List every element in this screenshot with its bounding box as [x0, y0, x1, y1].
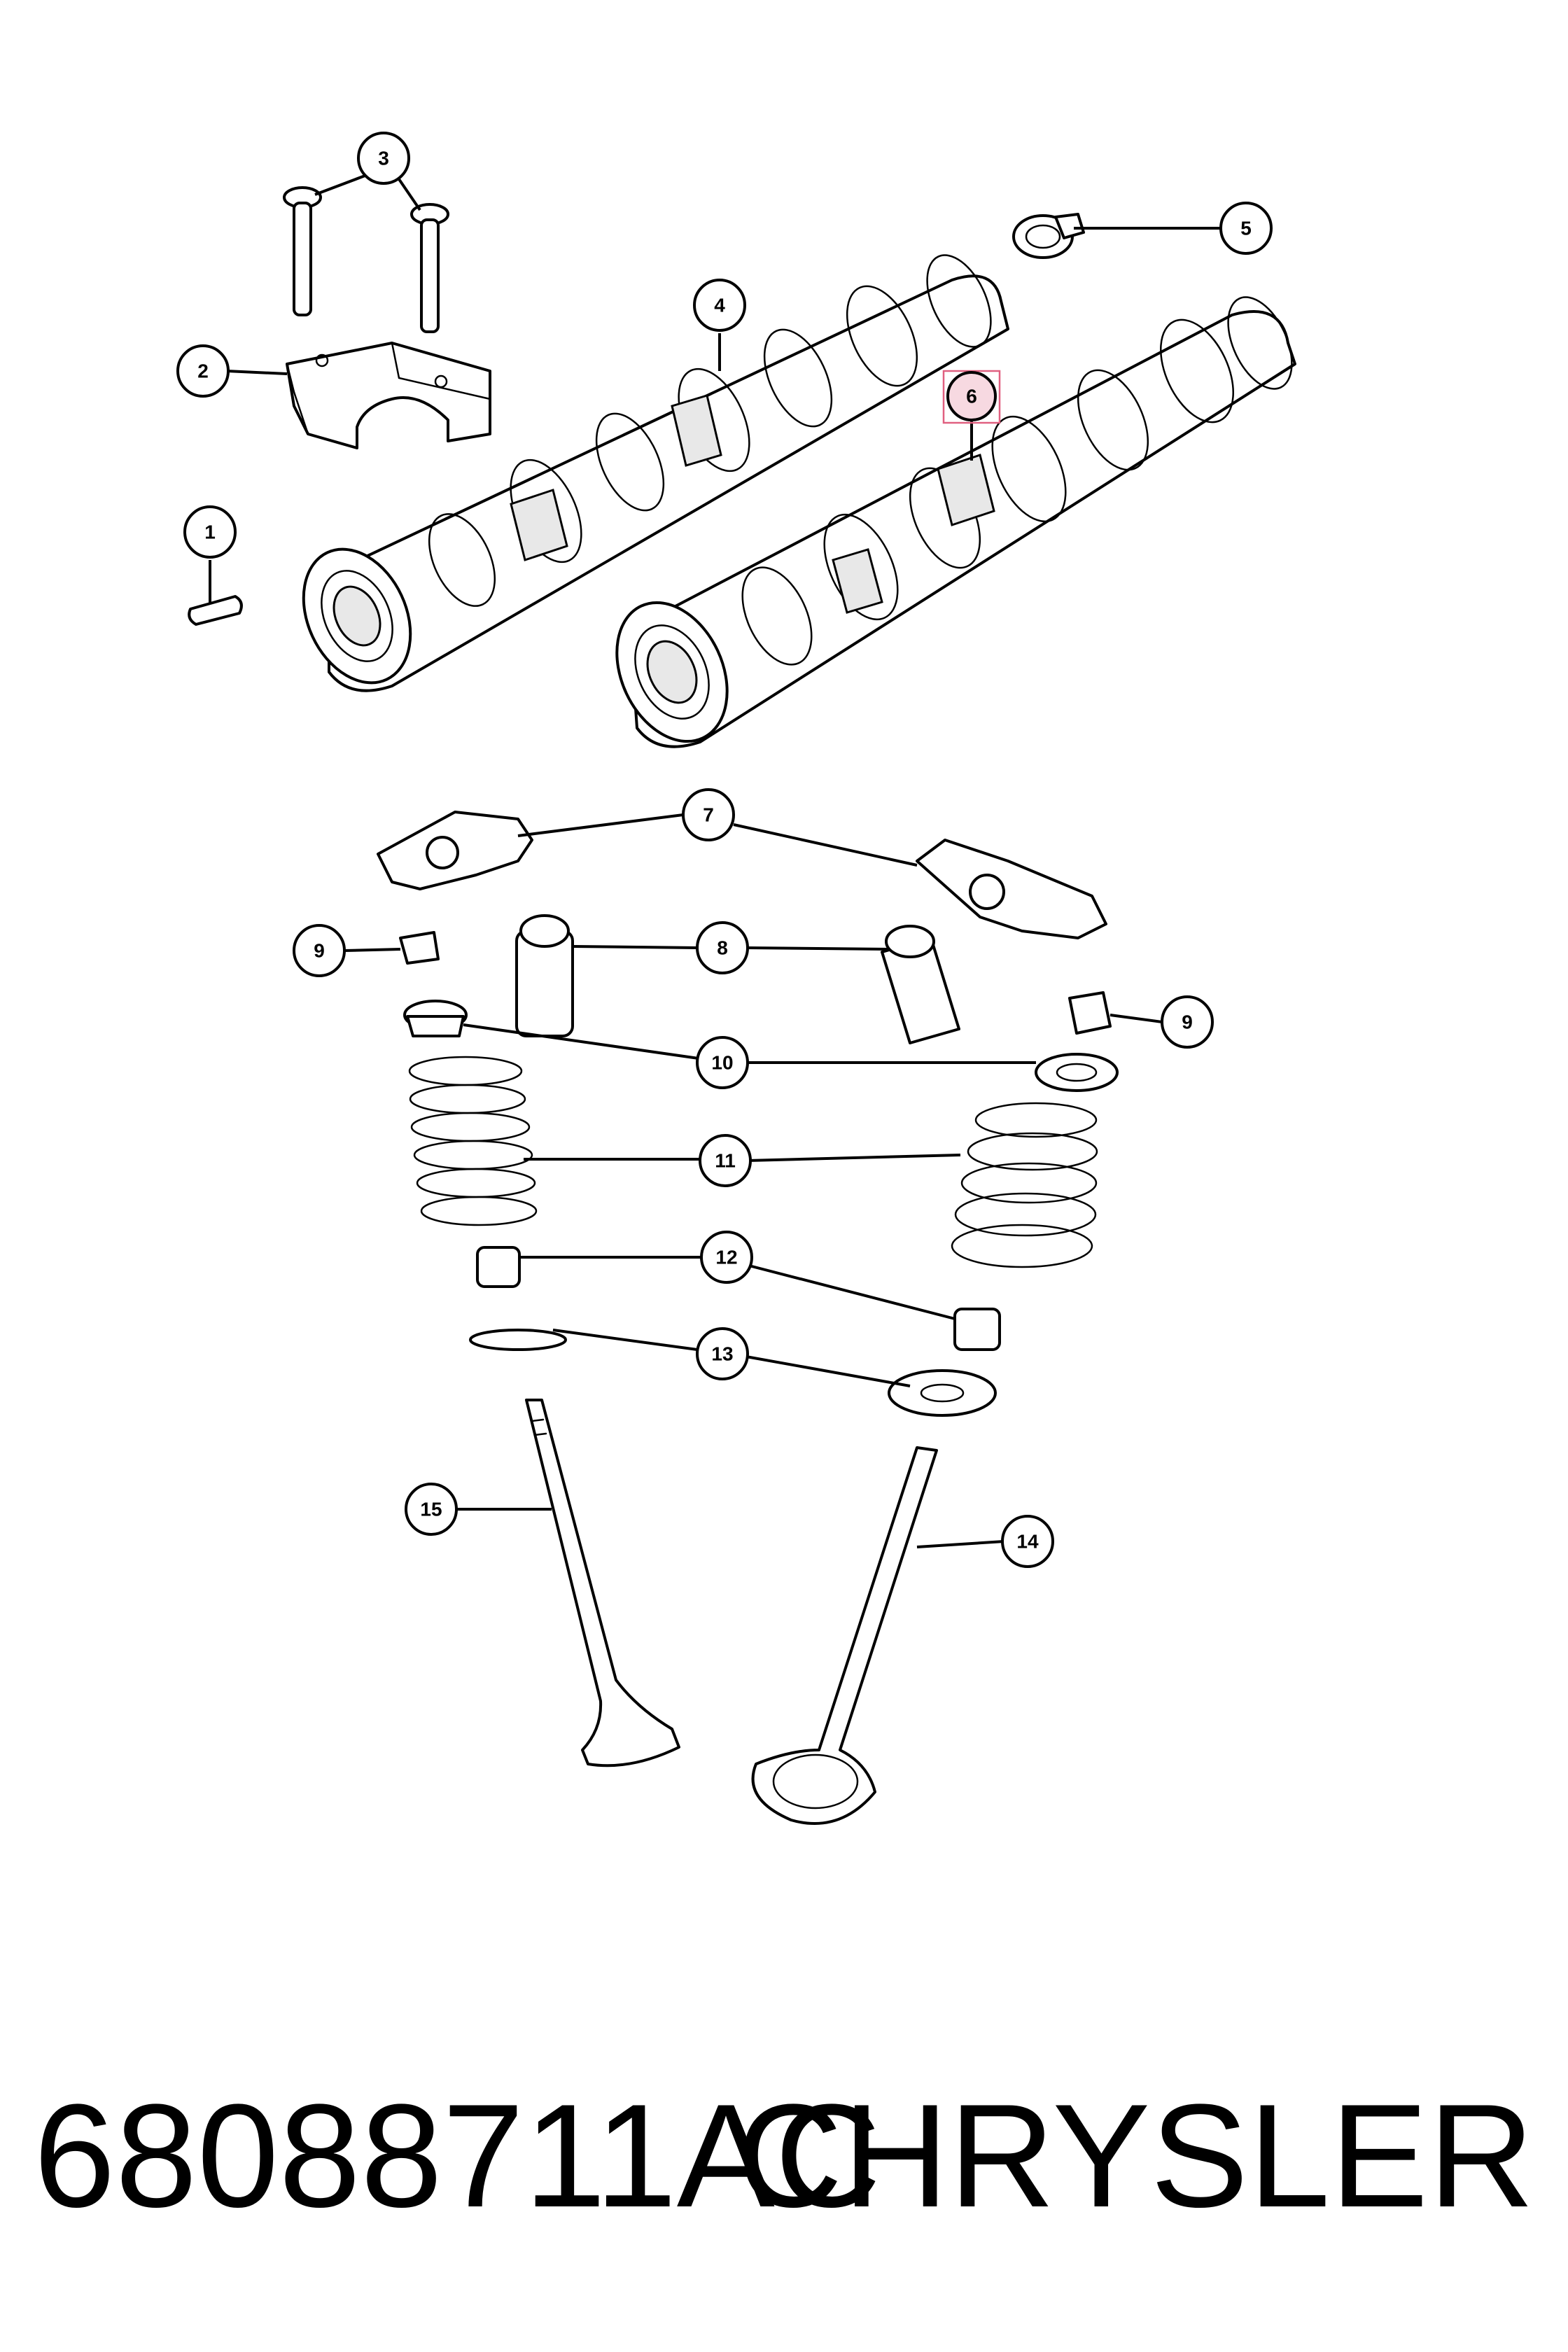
- callout-8-label: 8: [717, 937, 728, 959]
- callout-13: 13: [696, 1327, 749, 1380]
- intake-camshaft: [302, 254, 1009, 692]
- callout-14: 14: [1001, 1515, 1054, 1568]
- valve-keepers: [399, 931, 1112, 1035]
- callout-11-label: 11: [715, 1150, 736, 1172]
- callout-1-label: 1: [204, 522, 216, 543]
- intake-valve: [525, 1399, 680, 1768]
- callout-14-label: 14: [1016, 1531, 1039, 1553]
- exhaust-camshaft: [615, 296, 1296, 748]
- camshaft-plug: [1012, 213, 1085, 259]
- callout-12-label: 12: [715, 1247, 737, 1268]
- callout-7: 7: [682, 788, 735, 841]
- callout-3-label: 3: [378, 148, 389, 169]
- rocker-arms: [377, 811, 1107, 939]
- callout-13-label: 13: [711, 1343, 733, 1365]
- dowel-pin: [188, 595, 243, 626]
- valve-stem-seals: [476, 1246, 1001, 1351]
- valve-spring-retainers: [403, 1000, 1119, 1092]
- valve-springs: [408, 1056, 1098, 1268]
- callout-7-label: 7: [703, 804, 714, 826]
- callout-12: 12: [700, 1231, 753, 1284]
- camshaft-bearing-cap: [286, 342, 491, 449]
- callout-11: 11: [699, 1134, 752, 1187]
- callout-3: 3: [357, 132, 410, 185]
- callout-5: 5: [1219, 202, 1273, 255]
- callout-9-left-label: 9: [314, 940, 325, 962]
- brand-name: CHRYSLER: [736, 2073, 1534, 2238]
- callout-2: 2: [176, 344, 230, 398]
- callout-2-label: 2: [197, 360, 209, 382]
- valve-spring-seats: [469, 1329, 997, 1417]
- callout-6: 6: [942, 370, 1001, 424]
- callout-15-label: 15: [420, 1499, 442, 1520]
- callout-9-right: 9: [1161, 995, 1214, 1049]
- callout-10: 10: [696, 1036, 749, 1089]
- callout-15: 15: [405, 1483, 458, 1536]
- leader-lines: [209, 174, 1221, 1548]
- part-number: 68088711AC: [34, 2073, 881, 2238]
- callout-10-label: 10: [711, 1052, 733, 1074]
- callout-5-label: 5: [1240, 218, 1252, 239]
- lash-adjusters: [515, 914, 960, 1044]
- callout-9-left: 9: [293, 924, 346, 977]
- callout-8: 8: [696, 921, 749, 974]
- part-caption: 68088711AC CHRYSLER: [0, 2072, 1568, 2240]
- exhaust-valve: [751, 1446, 938, 1825]
- callout-4: 4: [693, 279, 746, 332]
- callout-1: 1: [183, 505, 237, 559]
- callout-6-label: 6: [966, 386, 977, 407]
- callout-9-right-label: 9: [1182, 1011, 1193, 1033]
- callout-4-label: 4: [714, 295, 725, 316]
- camshaft-cap-bolts: [283, 186, 449, 333]
